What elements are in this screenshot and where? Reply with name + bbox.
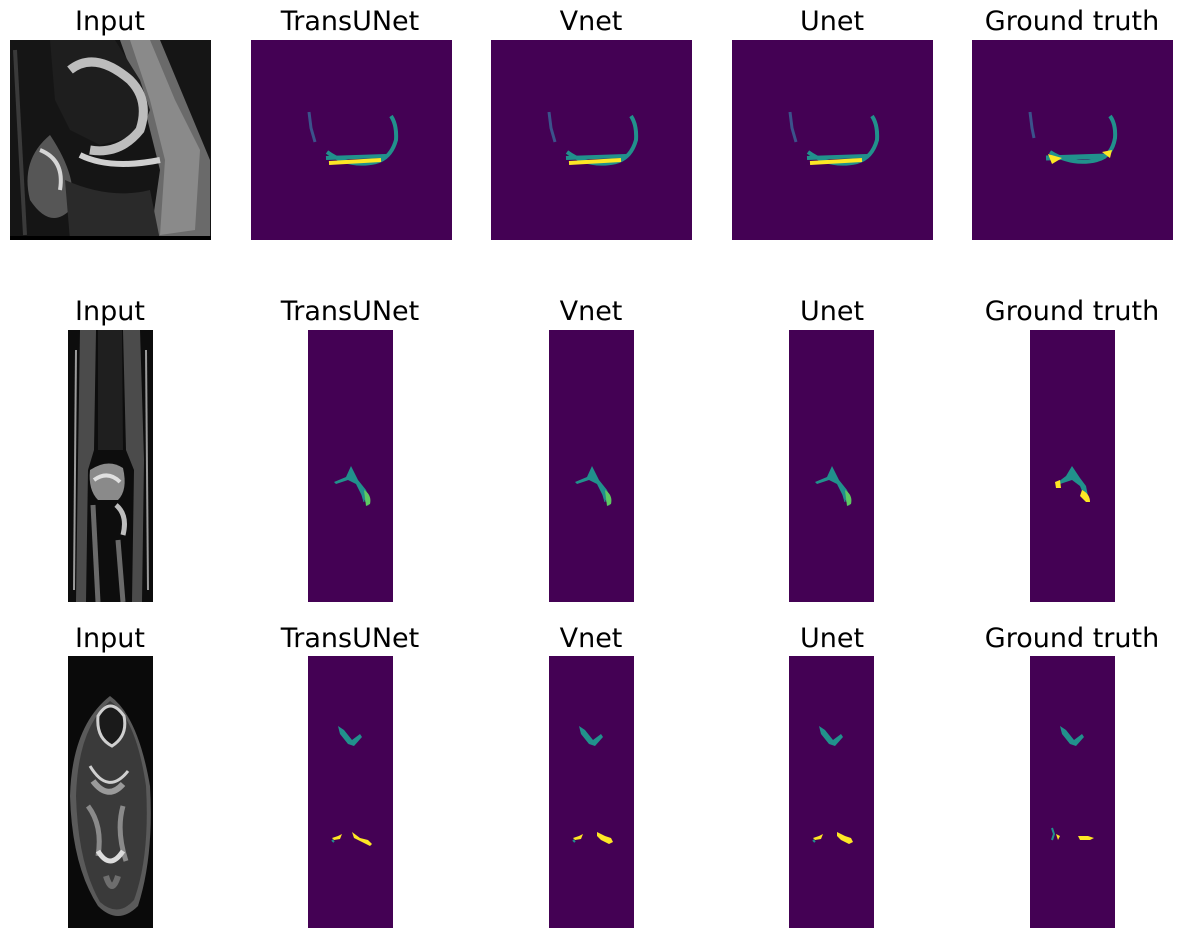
row1-ground-truth-title: Ground truth [984,6,1160,37]
row1-transunet-title: TransUNet [280,6,420,37]
row1-vnet-mask [491,40,692,240]
row1-unet-title: Unet [799,6,865,37]
row1-ground-truth-mask [972,40,1173,240]
row3-input-title: Input [75,623,145,654]
row1-unet-mask [732,40,933,240]
row2-unet-mask [789,330,874,602]
row3-ground-truth-mask [1030,656,1115,928]
row3-ground-truth-title: Ground truth [984,623,1160,654]
row1-vnet-title: Vnet [559,6,623,37]
row2-transunet-mask [308,330,393,602]
row2-unet-title: Unet [799,296,865,327]
row3-transunet-mask [308,656,393,928]
row3-vnet-mask [549,656,634,928]
row3-unet-mask [789,656,874,928]
row2-input-image [68,330,153,602]
row2-vnet-title: Vnet [559,296,623,327]
row1-input-title: Input [75,6,145,37]
row2-vnet-mask [549,330,634,602]
row2-ground-truth-mask [1030,330,1115,602]
row3-vnet-title: Vnet [559,623,623,654]
row3-transunet-title: TransUNet [280,623,420,654]
row2-transunet-title: TransUNet [280,296,420,327]
row1-transunet-mask [251,40,452,240]
row3-input-image [68,656,153,928]
row2-ground-truth-title: Ground truth [984,296,1160,327]
row1-input-image [10,40,211,240]
row2-input-title: Input [75,296,145,327]
row3-unet-title: Unet [799,623,865,654]
